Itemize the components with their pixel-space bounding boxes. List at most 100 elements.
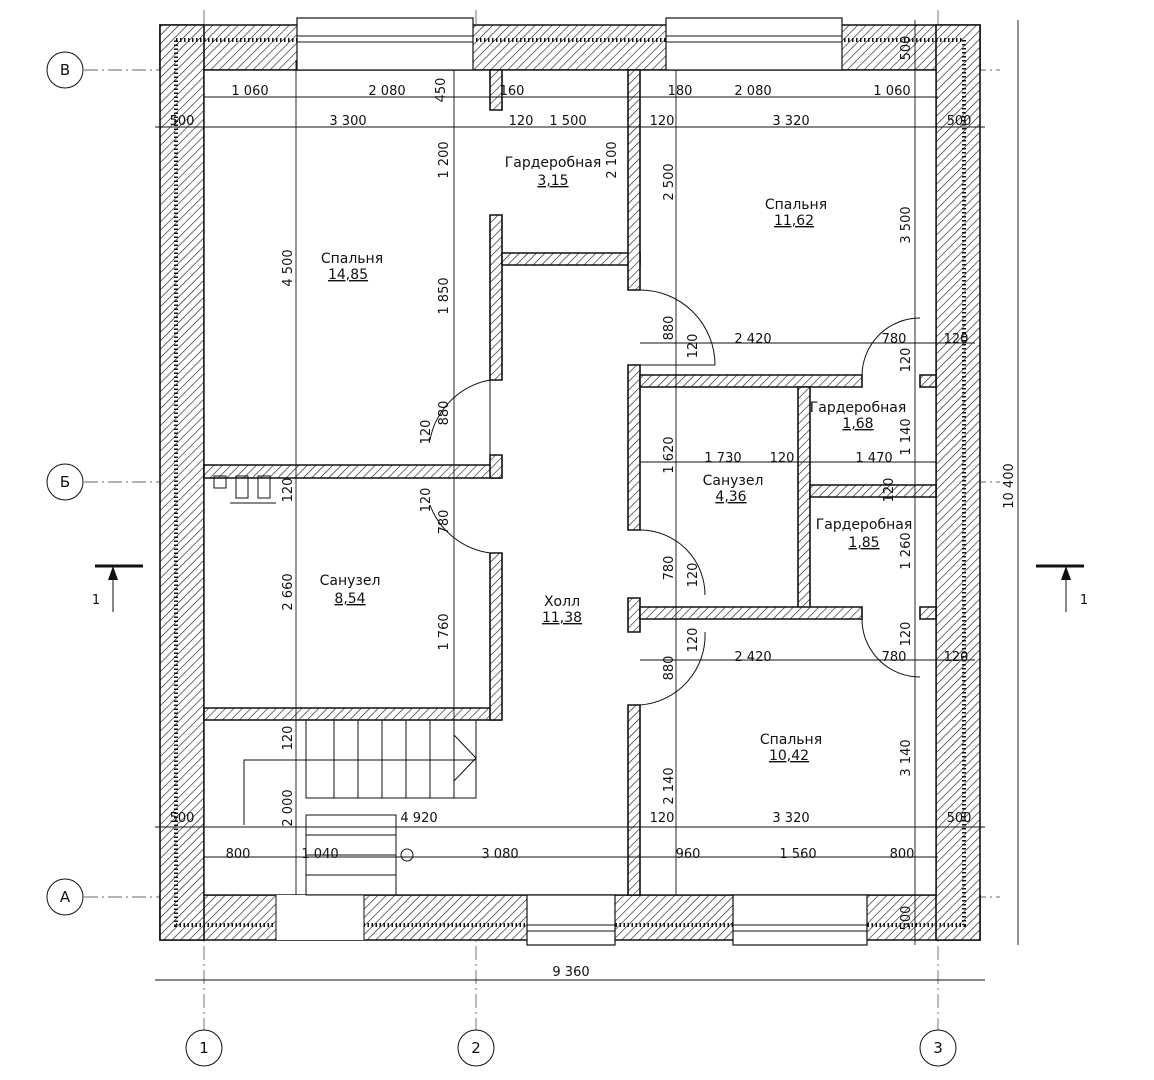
svg-text:2 660: 2 660 — [281, 573, 296, 610]
svg-text:2 140: 2 140 — [662, 767, 677, 804]
dim-mid-vertical-right: 2 100 2 500 880 120 1 620 780 120 120 88… — [605, 141, 701, 804]
svg-text:120: 120 — [281, 478, 296, 503]
window-top-left — [296, 17, 474, 71]
vent-ducts — [213, 475, 276, 504]
axis-bubble-row-v: В — [46, 51, 84, 89]
svg-text:1 560: 1 560 — [779, 847, 816, 862]
svg-text:Гардеробная: Гардеробная — [505, 155, 602, 171]
svg-text:180: 180 — [668, 84, 693, 99]
svg-text:120: 120 — [650, 114, 675, 129]
svg-text:В: В — [60, 61, 70, 79]
svg-text:120: 120 — [882, 478, 897, 503]
axis-bubble-row-b: Б — [46, 463, 84, 501]
svg-text:Спальня: Спальня — [321, 251, 383, 267]
interior-walls — [203, 69, 937, 896]
dim-overall: 9 360 10 400 — [552, 463, 1017, 980]
dim-inner-horizontal: 2 420 780 120 1 730 120 1 470 2 420 780 … — [704, 332, 968, 665]
dim-left-vertical: 4 500 120 2 660 120 2 000 — [281, 249, 296, 826]
svg-text:800: 800 — [890, 847, 915, 862]
svg-text:1 060: 1 060 — [873, 84, 910, 99]
svg-text:3: 3 — [933, 1039, 943, 1057]
room-bedroom-3: Спальня 10,42 — [760, 732, 822, 764]
room-bathroom-1: Санузел 8,54 — [320, 573, 381, 607]
room-wardrobe-2: Гардеробная 1,68 — [810, 400, 907, 432]
svg-text:2 080: 2 080 — [368, 84, 405, 99]
svg-text:120: 120 — [899, 622, 914, 647]
svg-text:1: 1 — [1080, 593, 1088, 608]
axis-bubble-col-1: 1 — [185, 1029, 223, 1067]
svg-text:780: 780 — [882, 650, 907, 665]
svg-text:960: 960 — [676, 847, 701, 862]
svg-text:160: 160 — [500, 84, 525, 99]
svg-text:1 760: 1 760 — [437, 613, 452, 650]
svg-text:500: 500 — [170, 114, 195, 129]
staircase — [243, 719, 477, 896]
section-marker-left: 1 — [92, 564, 143, 612]
svg-text:120: 120 — [770, 451, 795, 466]
svg-text:Спальня: Спальня — [760, 732, 822, 748]
svg-text:2 000: 2 000 — [281, 789, 296, 826]
svg-text:А: А — [60, 888, 71, 906]
svg-text:4 920: 4 920 — [400, 811, 437, 826]
svg-text:1: 1 — [199, 1039, 209, 1057]
svg-text:500: 500 — [947, 811, 972, 826]
svg-text:1 730: 1 730 — [704, 451, 741, 466]
svg-text:1 200: 1 200 — [437, 141, 452, 178]
svg-text:1: 1 — [92, 593, 100, 608]
svg-text:1 040: 1 040 — [301, 847, 338, 862]
window-bottom-left — [526, 894, 616, 946]
svg-text:4,36: 4,36 — [715, 489, 746, 505]
svg-text:Гардеробная: Гардеробная — [816, 517, 913, 533]
svg-text:120: 120 — [686, 628, 701, 653]
svg-text:1 620: 1 620 — [662, 436, 677, 473]
svg-text:9 360: 9 360 — [552, 965, 589, 980]
svg-text:Б: Б — [60, 473, 70, 491]
svg-text:120: 120 — [419, 488, 434, 513]
svg-text:450: 450 — [434, 78, 449, 103]
svg-text:2 420: 2 420 — [734, 332, 771, 347]
svg-text:120: 120 — [509, 114, 534, 129]
svg-text:2 100: 2 100 — [605, 141, 620, 178]
svg-text:11,62: 11,62 — [774, 213, 814, 229]
svg-text:10,42: 10,42 — [769, 748, 809, 764]
svg-text:500: 500 — [899, 906, 914, 931]
svg-text:Санузел: Санузел — [703, 473, 764, 489]
svg-text:1,68: 1,68 — [842, 416, 873, 432]
svg-text:3 080: 3 080 — [481, 847, 518, 862]
svg-text:2: 2 — [471, 1039, 481, 1057]
room-bedroom-1: Спальня 14,85 — [321, 251, 383, 283]
svg-text:3,15: 3,15 — [537, 173, 568, 189]
svg-text:3 320: 3 320 — [772, 811, 809, 826]
window-bottom-right — [732, 894, 868, 946]
svg-text:500: 500 — [170, 811, 195, 826]
dim-mid-vertical-left: 1 200 1 850 880 120 120 780 1 760 — [419, 141, 452, 650]
svg-text:Спальня: Спальня — [765, 197, 827, 213]
svg-text:1,85: 1,85 — [848, 535, 879, 551]
opening-bottom-entry — [275, 895, 365, 940]
dim-bottom-row1: 500 4 920 120 3 320 500 — [170, 811, 972, 826]
svg-text:1 500: 1 500 — [549, 114, 586, 129]
svg-text:120: 120 — [944, 650, 969, 665]
axis-bubble-col-3: 3 — [919, 1029, 957, 1067]
svg-text:10 400: 10 400 — [1002, 463, 1017, 509]
svg-text:1 470: 1 470 — [855, 451, 892, 466]
svg-text:880: 880 — [662, 316, 677, 341]
svg-text:8,54: 8,54 — [334, 591, 365, 607]
svg-text:14,85: 14,85 — [328, 267, 368, 283]
svg-text:1 850: 1 850 — [437, 277, 452, 314]
svg-text:1 140: 1 140 — [899, 418, 914, 455]
dim-bottom-row2: 800 1 040 3 080 960 1 560 800 — [226, 847, 915, 862]
room-hall: Холл 11,38 — [542, 594, 582, 626]
room-wardrobe-1: Гардеробная 3,15 — [505, 155, 602, 189]
svg-text:500: 500 — [947, 114, 972, 129]
svg-text:120: 120 — [650, 811, 675, 826]
svg-text:3 300: 3 300 — [329, 114, 366, 129]
dim-top-row1: 1 060 2 080 450 160 180 2 080 1 060 — [231, 78, 910, 103]
svg-text:11,38: 11,38 — [542, 610, 582, 626]
room-bathroom-2: Санузел 4,36 — [703, 473, 764, 505]
doors — [429, 289, 921, 706]
svg-text:2 080: 2 080 — [734, 84, 771, 99]
svg-text:780: 780 — [882, 332, 907, 347]
svg-text:1 260: 1 260 — [899, 532, 914, 569]
